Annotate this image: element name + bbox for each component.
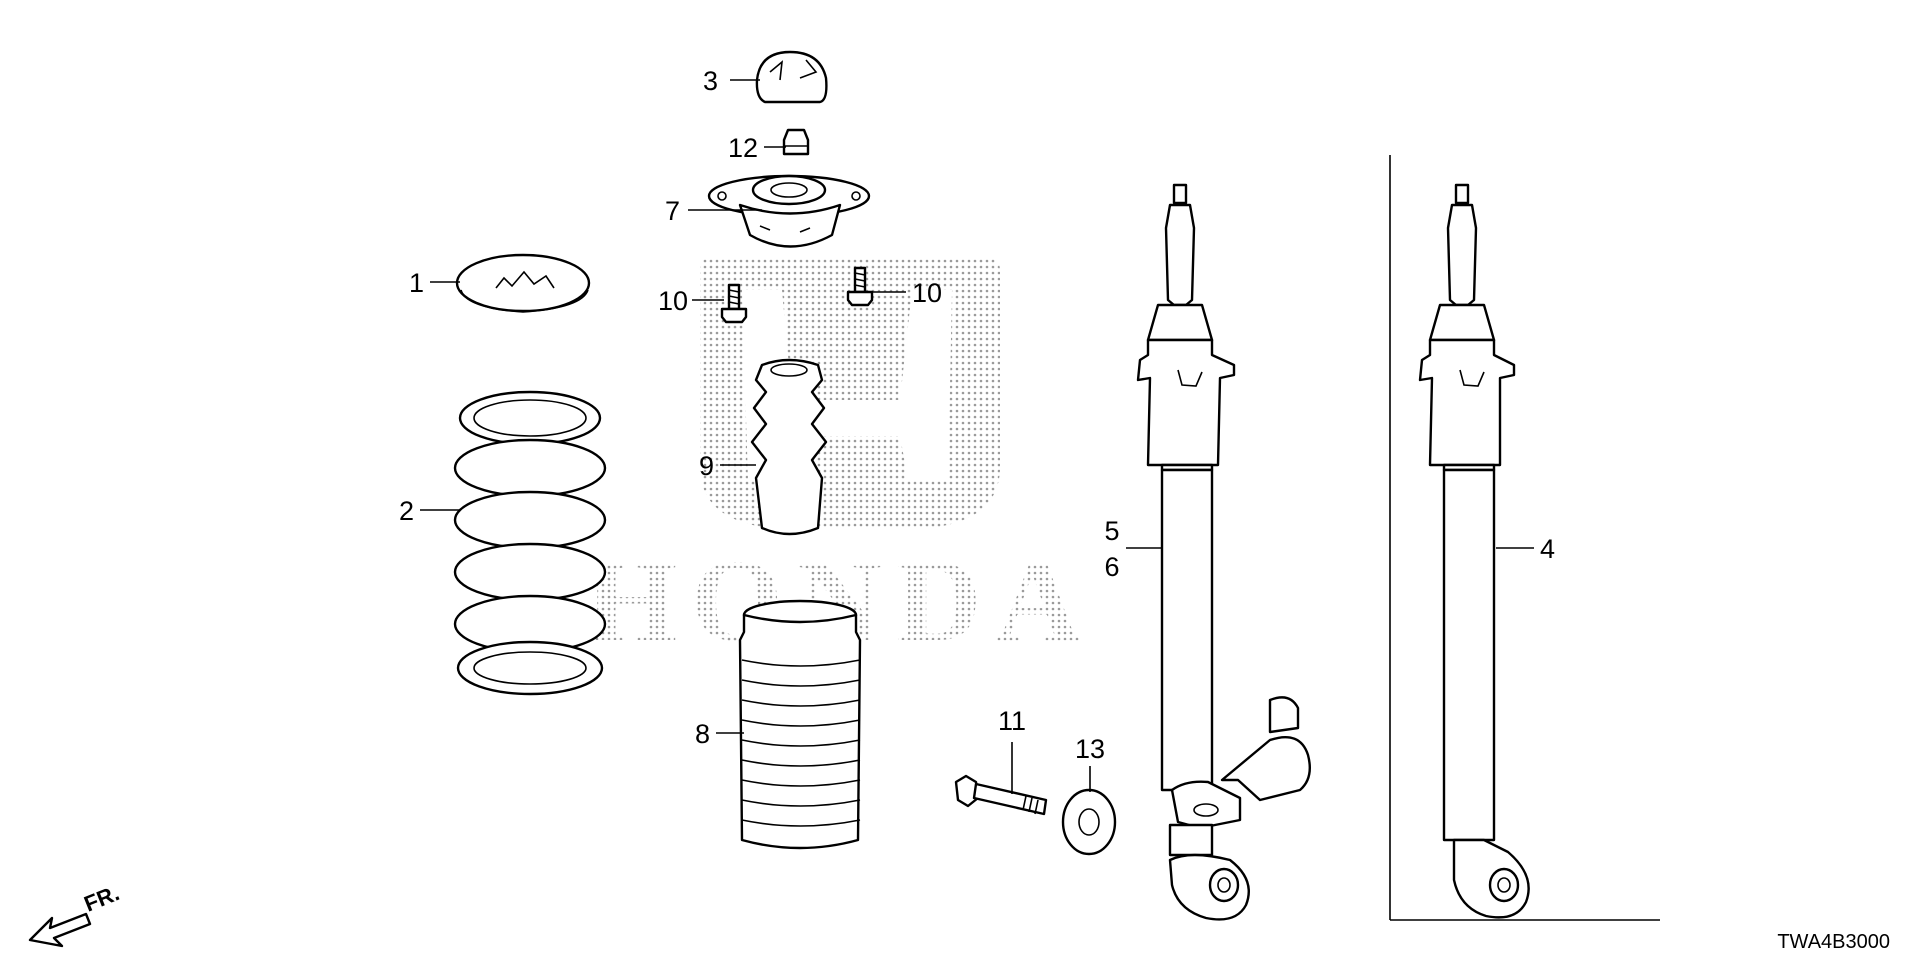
flange-bolt-right-part[interactable] (846, 266, 874, 307)
leader-lines (420, 79, 1534, 794)
callout-10-right: 10 (912, 278, 942, 308)
flange-bolt-left-part[interactable] (720, 283, 748, 324)
self-locking-nut-part[interactable] (782, 128, 810, 156)
spring-seat-part[interactable] (455, 253, 591, 313)
diagram-code: TWA4B3000 (1777, 931, 1890, 953)
callout-4: 4 (1540, 534, 1555, 564)
callout-7: 7 (665, 196, 680, 226)
part-4-frame (1389, 155, 1660, 921)
dust-boot-part[interactable] (738, 599, 862, 850)
callout-13: 13 (1075, 734, 1105, 764)
front-direction-indicator: FR. (28, 880, 123, 948)
bump-stop-part[interactable] (750, 358, 828, 536)
callout-11: 11 (998, 706, 1026, 736)
callout-5: 5 (1104, 516, 1119, 546)
callout-6: 6 (1104, 552, 1119, 582)
adjusting-bolt-part[interactable] (954, 774, 1048, 816)
rear-shock-absorber-assembly-part[interactable] (1136, 183, 1311, 921)
washer-part[interactable] (1061, 788, 1117, 856)
callout-3: 3 (703, 66, 718, 96)
callout-1: 1 (409, 268, 424, 298)
mount-cap-part[interactable] (755, 50, 828, 104)
callout-10-left: 10 (658, 286, 688, 316)
callout-12: 12 (728, 133, 758, 163)
coil-spring-part[interactable] (453, 390, 607, 696)
honda-h-logo (700, 258, 1000, 528)
callouts: 3 12 7 1 2 10 10 9 8 11 13 5 6 4 (399, 66, 1555, 764)
callout-9: 9 (699, 451, 714, 481)
callout-2: 2 (399, 496, 414, 526)
callout-8: 8 (695, 719, 710, 749)
front-direction-label: FR. (81, 880, 123, 916)
front-arrow-icon (28, 912, 92, 948)
upper-mount-base-part[interactable] (707, 174, 871, 248)
shock-absorber-part[interactable] (1418, 183, 1530, 919)
